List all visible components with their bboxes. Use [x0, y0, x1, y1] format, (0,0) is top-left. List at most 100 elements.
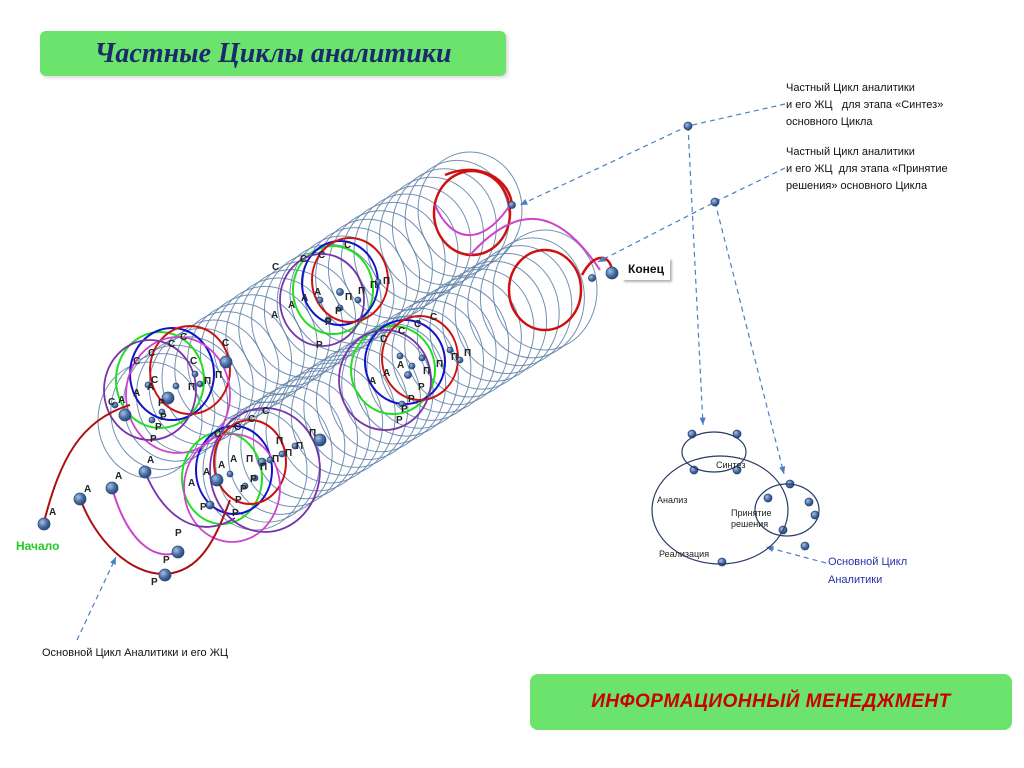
node [456, 356, 464, 364]
phase-letter: А [49, 507, 56, 518]
phase-letter: П [204, 376, 211, 387]
spiral-coil [366, 307, 472, 429]
phase-letter: П [436, 359, 443, 370]
spiral-coil [303, 346, 409, 468]
brand-banner: ИНФОРМАЦИОННЫЙ МЕНЕДЖМЕНТ [530, 674, 1012, 730]
spiral-coil [391, 168, 497, 286]
end-label: Конец [622, 258, 670, 280]
outer-arc [469, 217, 601, 271]
phase-letter: Р [232, 508, 239, 519]
green-loop [115, 331, 205, 429]
purple-loop [209, 407, 321, 533]
phase-letter: Р [235, 495, 242, 506]
phase-letter: А [147, 455, 154, 466]
arrow-head [766, 545, 774, 552]
dashed-arrow [76, 556, 117, 641]
synthesis-label: Синтез [716, 460, 745, 470]
phase-letter: П [383, 276, 390, 287]
spiral-coil [202, 409, 308, 531]
phase-letter: П [246, 454, 253, 465]
phase-letter: П [276, 436, 283, 447]
node [138, 465, 152, 479]
realization-label: Реализация [659, 549, 709, 559]
phase-letter: Р [325, 317, 332, 328]
phase-letter: П [451, 352, 458, 363]
spiral-coil [492, 229, 598, 351]
spiral-coil [416, 276, 522, 398]
node [763, 493, 773, 503]
node [158, 568, 172, 582]
red-loop [213, 419, 287, 505]
node [717, 557, 727, 567]
node [683, 121, 693, 131]
node [408, 362, 416, 370]
node [418, 354, 426, 362]
spiral-coil [340, 201, 446, 319]
green-loop [350, 325, 436, 415]
phase-letter: П [358, 286, 365, 297]
spiral-coil [467, 245, 573, 367]
node [161, 391, 175, 405]
node [266, 456, 274, 464]
main-cycle-ring [651, 455, 789, 565]
phase-letter: С [318, 250, 325, 261]
node [257, 457, 267, 467]
dashed-arrow [687, 125, 704, 426]
phase-letter: С [272, 262, 279, 273]
node [316, 296, 324, 304]
phase-letter: Р [240, 484, 247, 495]
phase-letter: А [383, 368, 390, 379]
node [144, 381, 152, 389]
node [191, 370, 199, 378]
phase-letter: А [203, 467, 210, 478]
node [118, 408, 132, 422]
purple-loop [103, 339, 197, 441]
main-cycle-note: Основной Цикл Аналитики [828, 556, 908, 586]
spiral-coil [341, 323, 447, 445]
note-synthesis: Частный Цикл аналитики и его ЖЦ для этап… [786, 82, 944, 128]
phase-letter: С [190, 356, 197, 367]
phase-letter: Р [163, 555, 170, 566]
decision-ring [754, 483, 820, 537]
phase-letter: П [260, 462, 267, 473]
spiral-coil [454, 252, 560, 374]
phase-letter: П [296, 441, 303, 452]
phase-letter: Р [150, 434, 157, 445]
purple-loop [338, 329, 432, 431]
spiral-coil [278, 362, 384, 484]
phase-letter: С [414, 319, 421, 330]
node [446, 346, 454, 354]
outer-arc [434, 204, 511, 236]
start-label: Начало [16, 539, 60, 553]
phase-letter: П [345, 292, 352, 303]
green-loop [292, 245, 374, 335]
spiral-coil [429, 268, 535, 390]
phase-letter: Р [396, 415, 403, 426]
arrow-head [779, 466, 786, 474]
node [354, 296, 362, 304]
phase-letter: С [133, 356, 140, 367]
arrow-head [110, 557, 116, 565]
arrow-head [699, 417, 706, 425]
spiral-coil [315, 339, 421, 461]
node [73, 492, 87, 506]
nodes [37, 121, 820, 582]
arrow-head [520, 199, 528, 205]
title-banner: Частные Циклы аналитики [40, 31, 506, 76]
node [105, 481, 119, 495]
spiral-coil [290, 354, 396, 476]
node [313, 433, 327, 447]
node [226, 470, 234, 478]
red-loop [507, 248, 583, 332]
blue-loop [195, 425, 273, 515]
phase-letter: С [108, 397, 115, 408]
phase-letter: Р [155, 422, 162, 433]
spiral-coil [391, 292, 497, 414]
phase-letter: А [133, 388, 140, 399]
decision-label: Принятие [731, 508, 772, 518]
page-title: Частные Циклы аналитики [94, 37, 452, 69]
node [804, 497, 814, 507]
phase-letter: А [271, 310, 278, 321]
phase-letter: П [285, 448, 292, 459]
node [251, 474, 259, 482]
